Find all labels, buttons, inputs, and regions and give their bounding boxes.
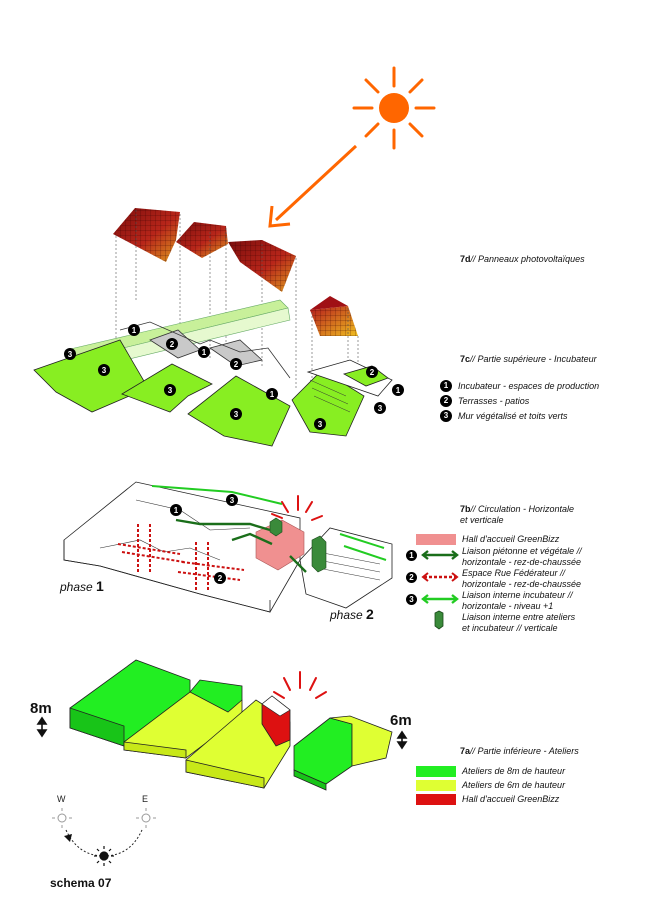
phase-2-label: phase 2 [330,606,374,622]
legend-7c-item: Mur végétalisé et toits verts [458,411,568,421]
svg-text:2: 2 [170,340,175,349]
height-arrow-icon [36,716,408,750]
schema-label: schema 07 [50,876,112,890]
svg-text:3: 3 [318,420,323,429]
red-dashed-arrow-icon [421,572,459,582]
compass-east: E [142,794,149,804]
hall-swatch [416,534,456,545]
svg-text:3: 3 [234,410,239,419]
ateliers-lower [69,659,393,791]
swatch-8m [416,766,456,777]
svg-text:1: 1 [174,506,179,515]
svg-text:1: 1 [202,348,207,357]
svg-text:2: 2 [234,360,239,369]
section-7d-title: 7d// Panneaux photovoltaïques [460,254,585,264]
upper-number-markers: 1 2 1 2 3 3 3 3 3 1 1 2 3 [64,324,404,430]
svg-text:1: 1 [396,386,401,395]
svg-text:2: 2 [218,574,223,583]
svg-text:3: 3 [230,496,235,505]
swatch-hall [416,794,456,805]
section-7c-title: 7c// Partie supérieure - Incubateur [460,354,597,364]
phase-1-label: phase 1 [60,578,104,594]
circulation-number-markers: 1 3 2 [170,494,238,584]
light-green-arrow-icon [421,594,459,604]
svg-text:3: 3 [168,386,173,395]
svg-text:1: 1 [270,390,275,399]
compass-west: W [57,794,66,804]
pv-panels [113,208,358,336]
legend-7c-item: Terrasses - patios [458,396,530,406]
section-7a-title: 7a// Partie inférieure - Ateliers [460,746,579,756]
svg-text:1: 1 [132,326,137,335]
sun-icon [352,66,436,150]
svg-text:3: 3 [68,350,73,359]
sun-path-icon [52,808,156,866]
legend-7c-item: Incubateur - espaces de production [458,381,600,391]
swatch-6m [416,780,456,791]
vertical-link-hex-icon [434,610,444,630]
svg-text:2: 2 [370,368,375,377]
circulation-diagram [63,481,393,613]
height-6m-label: 6m [390,712,412,729]
svg-text:3: 3 [102,366,107,375]
svg-text:3: 3 [378,404,383,413]
height-8m-label: 8m [30,700,52,717]
dark-green-arrow-icon [421,550,459,560]
sun-ray-arrow [268,144,358,228]
